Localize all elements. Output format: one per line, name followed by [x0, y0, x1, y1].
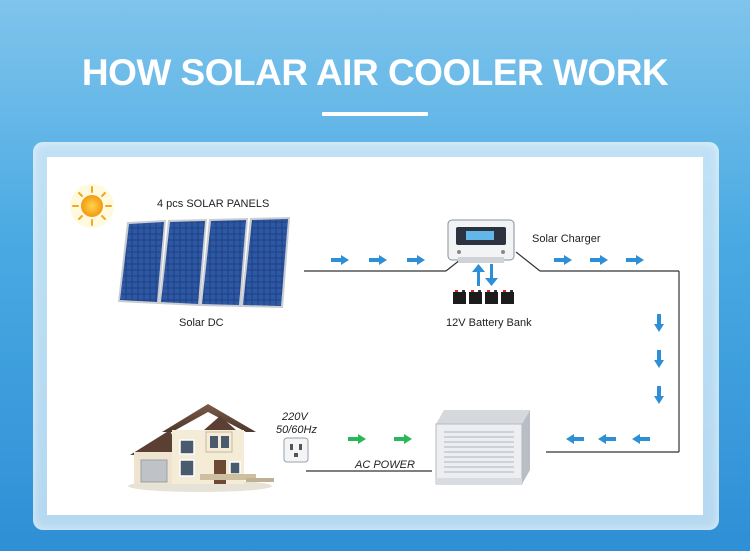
solar-panel-4	[241, 217, 290, 308]
sun-icon	[70, 184, 114, 228]
solar-dc-label: Solar DC	[179, 317, 224, 329]
power-socket-icon	[283, 437, 309, 463]
wiring	[304, 251, 680, 472]
arrow-right-icon	[407, 255, 425, 265]
flow-arrows-right-down	[654, 314, 664, 404]
arrow-right-icon	[554, 255, 572, 265]
arrow-down-icon	[654, 314, 664, 332]
ac-power-label: AC POWER	[355, 459, 415, 471]
arrow-right-icon	[626, 255, 644, 265]
charger-battery-arrows	[472, 264, 498, 286]
house-icon	[128, 404, 274, 492]
arrow-down-icon	[654, 386, 664, 404]
flow-arrows-top-left	[331, 255, 425, 265]
arrow-right-icon	[590, 255, 608, 265]
arrow-left-icon	[598, 434, 616, 444]
battery-bank-icon	[453, 290, 514, 304]
solar-panel-1	[118, 220, 166, 304]
page-title: HOW SOLAR AIR COOLER WORK	[81, 52, 669, 93]
battery-bank-label: 12V Battery Bank	[446, 317, 532, 329]
ac-power-arrows	[348, 434, 412, 444]
arrow-right-icon	[348, 434, 366, 444]
solar-panels-label: 4 pcs SOLAR PANELS	[157, 198, 270, 210]
arrow-right-icon	[394, 434, 412, 444]
arrow-right-icon	[369, 255, 387, 265]
air-cooler-icon	[435, 410, 530, 485]
arrow-left-icon	[632, 434, 650, 444]
solar-panels	[118, 217, 290, 308]
solar-charger-label: Solar Charger	[532, 233, 601, 245]
arrow-left-icon	[566, 434, 584, 444]
arrow-down-icon	[654, 350, 664, 368]
solar-panel-2	[159, 219, 207, 306]
flow-arrows-top-right	[554, 255, 644, 265]
arrow-down-icon	[485, 264, 498, 286]
flow-arrows-bottom-left	[566, 434, 650, 444]
solar-panel-3	[200, 218, 248, 307]
solar-charger-icon	[447, 219, 515, 263]
frequency-label: 50/60Hz	[276, 424, 317, 436]
arrow-right-icon	[331, 255, 349, 265]
voltage-label: 220V	[282, 411, 308, 423]
arrow-up-icon	[472, 264, 485, 286]
title-underline	[322, 112, 428, 116]
